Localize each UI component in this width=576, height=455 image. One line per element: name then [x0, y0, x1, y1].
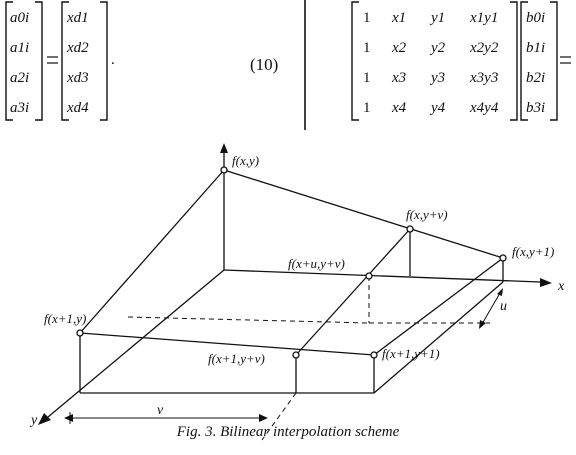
bracket-left-close: [35, 1, 43, 121]
node-p00: [220, 166, 228, 174]
bracket-xd-close: [100, 1, 108, 121]
vec-a-2: a2i: [10, 70, 29, 86]
label-mid: f(x+u,y+v): [288, 256, 345, 271]
dash-v-drop: [261, 392, 297, 441]
bracket-xd-open: [61, 1, 69, 121]
m-r0-c0: 1: [363, 10, 371, 26]
bracket-matrix-close: [510, 1, 518, 121]
vec-b-0: b0i: [526, 10, 545, 26]
m-r1-c3: x2y2: [469, 40, 499, 56]
m-r3-c2: y4: [429, 100, 446, 116]
m-r3-c3: x4y4: [469, 100, 499, 116]
m-r2-c2: y3: [429, 70, 445, 86]
dim-u-line: [481, 292, 501, 325]
bracket-matrix-open: [351, 1, 359, 121]
label-p01: f(x,y+1): [512, 244, 554, 259]
m-r0-c2: y1: [429, 10, 445, 26]
m-r2-c1: x3: [391, 70, 406, 86]
label-axis-x: x: [557, 279, 565, 294]
x-axis: [223, 269, 541, 283]
node-p11: [370, 351, 378, 359]
label-p11: f(x+1,y+1): [382, 346, 440, 361]
label-dim-u: u: [500, 299, 507, 314]
m-r2-c0: 1: [363, 70, 371, 86]
dim-u-arrow-top: [497, 288, 503, 296]
label-top-mid: f(x,y+v): [406, 207, 448, 222]
y-axis-arrow: [38, 413, 51, 425]
equation-number: (10): [250, 55, 278, 74]
top-right-edge: [373, 257, 504, 356]
node-mid: [365, 272, 373, 280]
vec-a-0: a0i: [10, 10, 29, 26]
m-r0-c1: x1: [391, 10, 406, 26]
base-right-edge: [373, 281, 504, 394]
vec-b-2: b2i: [526, 70, 545, 86]
m-r1-c0: 1: [363, 40, 371, 56]
m-r3-c0: 1: [363, 100, 371, 116]
top-left-edge: [79, 169, 225, 334]
vec-xd-0: xd1: [66, 10, 89, 26]
vec-a-3: a3i: [10, 100, 29, 116]
vec-b-3: b3i: [526, 100, 545, 116]
vec-a-1: a1i: [10, 40, 29, 56]
bilinear-diagram: [38, 143, 552, 441]
bracket-left-open: [5, 1, 13, 121]
vec-xd-2: xd3: [66, 70, 89, 86]
label-dim-v: v: [157, 403, 164, 418]
m-r1-c2: y2: [429, 40, 446, 56]
bracket-b-close: [550, 1, 558, 121]
diagram-labels: f(x,y) f(x,y+v) f(x,y+1) f(x+u,y+v) f(x+…: [29, 153, 565, 428]
dash-left-line: [127, 316, 370, 324]
node-top-mid: [406, 225, 414, 233]
vec-xd-3: xd4: [66, 100, 89, 116]
y-axis: [47, 269, 225, 418]
vec-b-1: b1i: [526, 40, 545, 56]
top-front-edge: [79, 332, 375, 356]
m-r3-c1: x4: [391, 100, 407, 116]
dim-u-arrow-bottom: [479, 320, 486, 329]
equation-right: 1 x1 y1 x1y1 1 x2 y2 x2y2 1 x3 y3 x3y3 1…: [351, 1, 571, 121]
node-bottom-mid: [292, 351, 300, 359]
bracket-b-open: [520, 1, 528, 121]
period: .: [111, 52, 115, 68]
label-p00: f(x,y): [232, 153, 259, 168]
m-r2-c3: x3y3: [469, 70, 498, 86]
label-axis-y: y: [29, 413, 38, 428]
x-axis-arrow: [540, 278, 552, 287]
dashed-construction: [127, 276, 490, 441]
dim-v-arrow-left: [64, 414, 73, 422]
node-p10: [76, 329, 84, 337]
interp-line-v: [295, 228, 411, 356]
equation-left: a0i a1i a2i a3i xd1 xd2 xd3 xd4 . (10): [5, 1, 278, 121]
node-p01: [499, 254, 507, 262]
m-r0-c3: x1y1: [469, 10, 498, 26]
label-p10: f(x+1,y): [44, 311, 86, 326]
z-axis-arrow: [220, 143, 228, 153]
m-r1-c1: x2: [391, 40, 407, 56]
figure-caption: Fig. 3. Bilinear interpolation scheme: [176, 424, 400, 440]
top-back-edge: [223, 169, 504, 259]
dim-v-arrow-right: [259, 414, 268, 422]
vec-xd-1: xd2: [66, 40, 89, 56]
label-bottom-mid: f(x+1,y+v): [208, 351, 265, 366]
